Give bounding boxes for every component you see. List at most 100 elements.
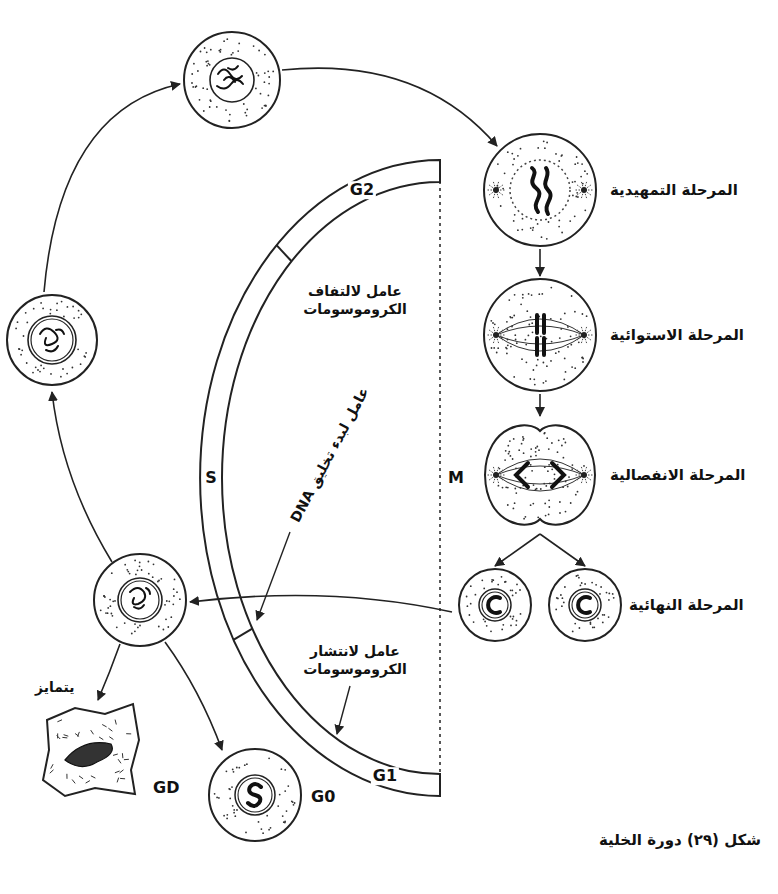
cell-drawing-part xyxy=(520,148,522,150)
cytoplasm-dots-part xyxy=(42,308,44,310)
cell-drawing-part xyxy=(581,339,583,345)
cell-drawing-part xyxy=(512,164,514,166)
cytoplasm-dots-part xyxy=(226,38,228,40)
cytoplasm-dots-part xyxy=(148,573,150,575)
cell-drawing-part xyxy=(496,335,584,351)
cytoplasm-dots-part xyxy=(40,302,42,304)
cell-drawing-part xyxy=(538,449,540,451)
cell-drawing-part xyxy=(507,445,509,447)
cell-drawing-part xyxy=(574,311,576,313)
cytoplasm-dots-part xyxy=(163,629,165,631)
cell-drawing-part xyxy=(599,593,601,595)
cytoplasm-dots-part xyxy=(210,100,212,102)
cell-drawing-part xyxy=(513,508,515,510)
cytoplasm-dots-part xyxy=(43,367,45,369)
cytoplasm-dots-part xyxy=(260,93,262,95)
cell-drawing-part xyxy=(526,361,528,363)
cell-drawing-part xyxy=(608,593,610,595)
cell-drawing-part xyxy=(542,315,546,355)
cycle-arrow xyxy=(282,68,497,146)
cell-drawing-part xyxy=(535,455,537,457)
cell-drawing-part xyxy=(470,603,472,605)
cell-drawing-part xyxy=(515,492,517,494)
phase-label: المرحلة التمهيدية xyxy=(610,181,738,200)
cell-drawing-part xyxy=(496,459,584,475)
cell-drawing-part xyxy=(508,451,510,453)
cell-drawing-part xyxy=(578,577,580,579)
cytoplasm-dots-part xyxy=(56,309,58,311)
cytoplasm-dots-part xyxy=(264,81,266,83)
cell-drawing-part xyxy=(533,484,535,486)
cytoplasm-dots-part xyxy=(209,106,211,108)
cell-drawing-part xyxy=(115,771,120,773)
cell-drawing-part xyxy=(521,229,523,231)
cytoplasm-dots-part xyxy=(205,61,207,63)
cell-drawing-part xyxy=(585,194,587,200)
cytoplasm-dots-part xyxy=(199,99,201,101)
cell-drawing-part xyxy=(505,450,507,452)
cell-drawing-part xyxy=(467,605,469,607)
g1-cell-part xyxy=(130,588,150,609)
cell-drawing-part xyxy=(499,477,504,481)
cell-drawing-part xyxy=(570,502,572,504)
cell-drawing-part xyxy=(493,347,495,349)
cell-drawing-part xyxy=(587,477,592,481)
phase-arrow xyxy=(540,394,541,416)
cell-drawing-part xyxy=(561,154,563,156)
cell-drawing-part xyxy=(233,812,235,814)
cell-drawing-part xyxy=(517,229,519,231)
interphase-cell-part xyxy=(217,66,243,89)
cell-drawing-part xyxy=(537,516,539,518)
cell-drawing-part xyxy=(537,359,539,361)
cytoplasm-dots-part xyxy=(61,301,63,303)
cell-drawing-part xyxy=(530,456,532,458)
cytoplasm-dots-part xyxy=(21,349,23,351)
cytoplasm-dots-part xyxy=(152,576,154,578)
cell-drawing-part xyxy=(587,184,592,188)
cell-drawing-part xyxy=(488,597,500,613)
cell-drawing-part xyxy=(516,620,518,622)
cell-drawing-part xyxy=(582,361,584,363)
cytoplasm-dots-part xyxy=(202,87,204,89)
cell-drawing-part xyxy=(585,479,587,485)
cell-drawing-part xyxy=(510,455,512,457)
cell-drawing-part xyxy=(581,187,587,193)
cytoplasm-dots-part xyxy=(268,95,270,97)
cell-drawing-part xyxy=(268,757,270,759)
cell-drawing-part xyxy=(504,172,506,174)
cell-drawing-part xyxy=(226,770,228,772)
cell-drawing-part xyxy=(537,147,539,149)
cell-drawing-part xyxy=(536,446,538,448)
cell-drawing-part xyxy=(505,347,507,349)
cell-drawing-part xyxy=(218,797,220,799)
cell-drawing-part xyxy=(574,367,576,369)
cell-drawing-part xyxy=(561,605,563,607)
cell-drawing-part xyxy=(248,784,261,806)
cell-drawing-part xyxy=(72,780,75,784)
cell-drawing-part xyxy=(580,585,582,587)
phase-arrow xyxy=(495,534,585,566)
interphase-cell-part xyxy=(184,32,280,128)
cell-drawing-part xyxy=(223,815,225,817)
cytoplasm-dots xyxy=(191,38,274,122)
cytoplasm-dots-part xyxy=(206,51,208,53)
cell-drawing-part xyxy=(509,316,511,318)
cytoplasm-dots-part xyxy=(160,578,162,580)
cell-drawing-part xyxy=(600,586,602,588)
cytoplasm-dots-part xyxy=(204,47,206,49)
cell-drawing-part xyxy=(558,160,560,162)
cytoplasm-dots-part xyxy=(116,626,118,628)
cell-drawing-part xyxy=(528,324,530,326)
cell-drawing-part xyxy=(236,767,238,769)
cell-drawing-part xyxy=(541,236,543,238)
cell-drawing-part xyxy=(513,315,515,317)
cell-drawing-part xyxy=(66,774,67,779)
cell-drawing-part xyxy=(124,759,129,760)
phase-name: G1 xyxy=(371,767,399,785)
cell-drawing-part xyxy=(516,342,518,344)
cytoplasm-dots-part xyxy=(258,50,260,52)
cytoplasm-dots-part xyxy=(15,328,17,330)
cell-drawing-part xyxy=(488,477,493,481)
metaphase-cell: المرحلة الاستوائية xyxy=(482,277,598,393)
cell-drawing-part xyxy=(584,170,586,172)
